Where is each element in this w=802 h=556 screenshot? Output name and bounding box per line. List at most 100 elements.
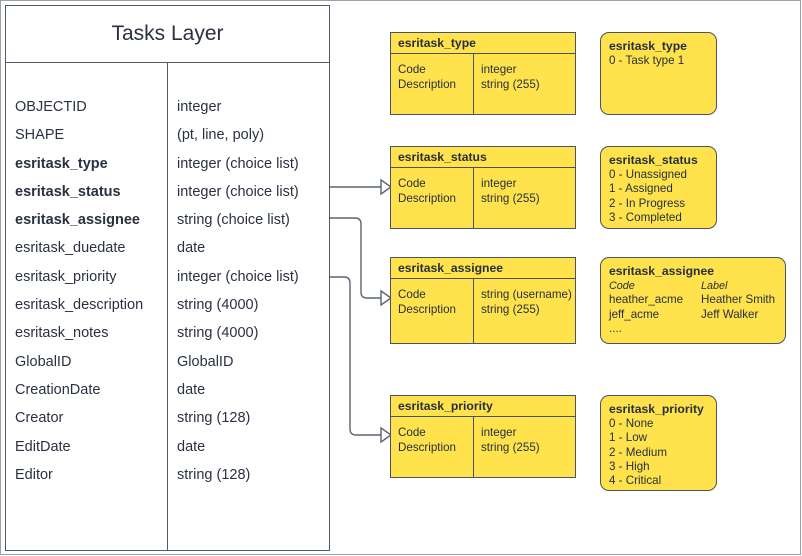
schema-box-divider [473, 54, 474, 114]
value-box-esritask-status[interactable]: esritask_status 0 - Unassigned 1 - Assig… [600, 146, 717, 229]
table-row: string (4000) [177, 325, 259, 342]
schema-box-right-column: string (username) string (255) [473, 288, 575, 317]
table-row: string (choice list) [177, 212, 290, 229]
list-item: 0 - Task type 1 [609, 54, 685, 67]
table-row: SHAPE [15, 127, 65, 144]
schema-box-esritask-assignee[interactable]: esritask_assignee Code Description strin… [390, 257, 576, 344]
list-item: 2 - Medium [609, 445, 667, 459]
list-item: heather_acme Heather Smith [609, 293, 777, 307]
list-item: 1 - Assigned [609, 182, 673, 196]
page-title: Tasks Layer [6, 6, 329, 63]
value-box-esritask-assignee[interactable]: esritask_assignee Code Label heather_acm… [600, 257, 786, 344]
table-row: string (128) [177, 466, 251, 483]
entity-column-divider [167, 63, 168, 550]
table-row: integer (choice list) [177, 155, 299, 172]
schema-box-body: Code Description integer string (255) [391, 54, 575, 114]
schema-box-title: esritask_priority [391, 396, 575, 417]
table-row: esritask_status [15, 183, 121, 200]
schema-box-body: Code Description integer string (255) [391, 417, 575, 477]
value-box-title: esritask_type [609, 39, 687, 53]
schema-box-right-column: integer string (255) [473, 63, 575, 92]
schema-box-title: esritask_assignee [391, 258, 575, 279]
table-row: Editor [15, 466, 53, 483]
list-item: 1 - Low [609, 431, 648, 445]
assignee-code: jeff_acme [609, 307, 660, 321]
list-item: 0 - Unassigned [609, 168, 687, 181]
table-row: OBJECTID [15, 99, 87, 115]
table-row: EditDate [15, 438, 71, 455]
list-item: string (255) [481, 191, 540, 205]
table-row: esritask_type [15, 155, 108, 172]
list-item: 0 - None [609, 417, 654, 430]
table-row: (pt, line, poly) [177, 127, 265, 144]
table-row: string (128) [177, 410, 251, 427]
table-row: date [177, 240, 206, 257]
value-box-title: esritask_assignee [609, 264, 715, 278]
schema-box-right-column: integer string (255) [473, 177, 575, 206]
assignee-code: heather_acme [609, 293, 684, 307]
schema-box-title: esritask_status [391, 147, 575, 168]
table-row: integer (choice list) [177, 183, 299, 200]
schema-box-esritask-priority[interactable]: esritask_priority Code Description integ… [390, 395, 576, 478]
schema-box-left-column: Code Description [391, 177, 473, 206]
value-box-esritask-priority[interactable]: esritask_priority 0 - None 1 - Low 2 - M… [600, 395, 717, 491]
table-row: date [177, 438, 206, 455]
connector-priority [330, 276, 381, 436]
value-box-title: esritask_status [609, 153, 698, 167]
schema-box-divider [473, 168, 474, 228]
value-box-esritask-type[interactable]: esritask_type 0 - Task type 1 [600, 32, 717, 115]
list-item: Description [398, 77, 456, 91]
schema-box-left-column: Code Description [391, 288, 473, 317]
list-item: string (255) [481, 302, 540, 316]
list-item: 3 - High [609, 459, 650, 473]
table-row: esritask_duedate [15, 240, 126, 257]
list-item: string (255) [481, 77, 540, 91]
assignee-label: Jeff Walker [701, 307, 759, 321]
schema-box-title: esritask_type [391, 33, 575, 54]
list-item: Code [398, 63, 426, 76]
list-item: Description [398, 191, 456, 205]
list-item: .... [609, 322, 777, 336]
connector-assignee [330, 217, 381, 299]
schema-box-body: Code Description string (username) strin… [391, 279, 575, 343]
list-item: integer [481, 177, 517, 190]
schema-box-body: Code Description integer string (255) [391, 168, 575, 228]
assignee-label: Heather Smith [701, 293, 776, 307]
schema-box-left-column: Code Description [391, 426, 473, 455]
list-item: string (username) [481, 288, 572, 301]
column-header-label: Label [701, 280, 728, 292]
assignee-label [701, 322, 777, 336]
table-row: GlobalID [177, 353, 234, 370]
list-item: Code [398, 426, 426, 439]
table-row: Creator [15, 410, 64, 427]
assignee-code: .... [609, 321, 622, 335]
tasks-layer-entity[interactable]: Tasks Layer OBJECTID SHAPE esritask_type… [5, 5, 330, 551]
schema-box-esritask-status[interactable]: esritask_status Code Description integer… [390, 146, 576, 229]
table-row: date [177, 381, 206, 398]
table-row: esritask_notes [15, 325, 109, 342]
schema-box-esritask-type[interactable]: esritask_type Code Description integer s… [390, 32, 576, 115]
list-item: integer [481, 63, 517, 76]
list-item: integer [481, 426, 517, 439]
schema-box-left-column: Code Description [391, 63, 473, 92]
table-row: esritask_priority [15, 268, 117, 285]
schema-box-divider [473, 279, 474, 343]
table-row: CreationDate [15, 381, 101, 398]
schema-box-divider [473, 417, 474, 477]
list-item: Description [398, 302, 456, 316]
list-item: jeff_acme Jeff Walker [609, 308, 777, 322]
table-row: esritask_assignee [15, 212, 140, 229]
field-type-column: integer (pt, line, poly) integer (choice… [167, 93, 329, 489]
schema-box-right-column: integer string (255) [473, 426, 575, 455]
list-item: Code [398, 288, 426, 301]
table-row: esritask_description [15, 297, 144, 314]
column-header-code: Code [609, 280, 635, 292]
list-item: Description [398, 440, 456, 454]
table-row: integer (choice list) [177, 268, 299, 285]
list-item: Code [398, 177, 426, 190]
table-row: GlobalID [15, 353, 72, 370]
list-item: string (255) [481, 440, 540, 454]
value-box-header-row: Code Label [609, 279, 777, 293]
value-box-title: esritask_priority [609, 402, 704, 416]
